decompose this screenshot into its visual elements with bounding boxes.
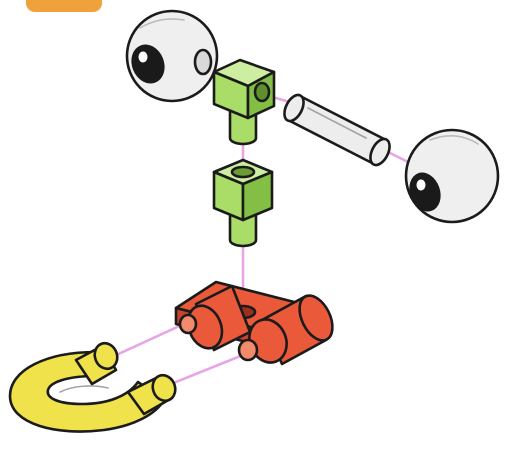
straight-connector-icon: [214, 160, 272, 246]
right-eye-icon: [404, 130, 498, 222]
grey-rod-icon: [281, 92, 394, 168]
corner-badge: [26, 0, 102, 12]
left-eye-socket: [195, 50, 211, 74]
yellow-hook-icon: [10, 340, 179, 431]
left-eye-icon: [126, 11, 217, 101]
guide-line-hook-lower: [166, 355, 243, 386]
right-pupil-highlight: [417, 180, 426, 191]
red-base-icon: [176, 282, 339, 368]
left-pupil-highlight: [139, 52, 148, 63]
elbow-connector-icon: [214, 60, 274, 144]
guide-line-hook-upper: [114, 323, 186, 356]
